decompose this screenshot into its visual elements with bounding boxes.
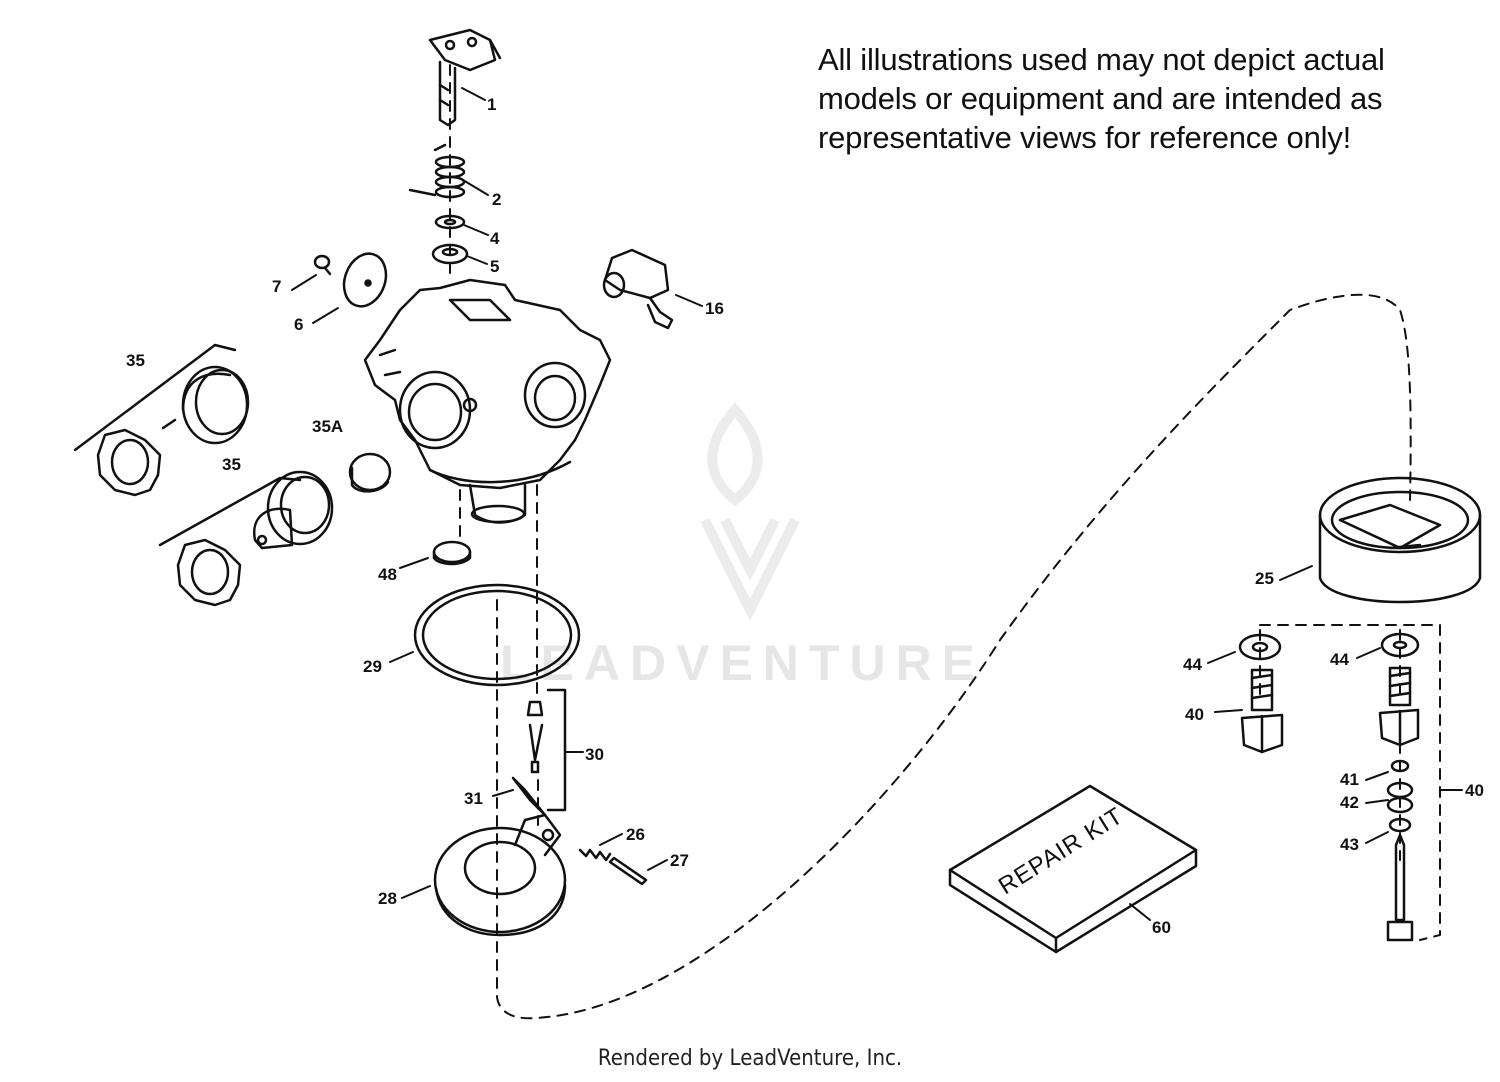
callout-42: 42 [1340, 793, 1359, 812]
part-42-washer [1386, 781, 1414, 814]
callout-48: 48 [378, 565, 397, 584]
part-6-throttle-plate [342, 252, 388, 308]
callout-29: 29 [363, 657, 382, 676]
footer-credit: Rendered by LeadVenture, Inc. [597, 1046, 903, 1071]
part-35-upper-primer [73, 343, 250, 497]
callout-7: 7 [272, 277, 281, 296]
carburetor-body [363, 278, 612, 524]
part-16-solenoid [602, 248, 674, 330]
part-30-inlet-needle [526, 688, 567, 812]
part-43-needle [1386, 817, 1414, 942]
callout-60: 60 [1152, 918, 1171, 937]
callout-16: 16 [705, 299, 724, 318]
callout-44-right: 44 [1330, 650, 1349, 669]
part-48-cap [432, 540, 472, 566]
part-35-lower-primer [158, 470, 334, 607]
disclaimer-line-1: All illustrations used may not depict ac… [818, 42, 1385, 77]
part-2-spring [408, 143, 466, 199]
callout-6: 6 [294, 315, 303, 334]
leader-lines [291, 87, 1463, 921]
callout-35a: 35A [312, 417, 343, 436]
part-25-float-bowl [1318, 476, 1482, 604]
disclaimer-text: All illustrations used may not depict ac… [818, 40, 1478, 157]
callout-5: 5 [490, 257, 499, 276]
disclaimer-line-2: models or equipment and are intended as [818, 81, 1383, 116]
repair-kit-label: REPAIR KIT [994, 802, 1128, 900]
callout-40-left: 40 [1185, 705, 1204, 724]
disclaimer-line-3: representative views for reference only! [818, 120, 1352, 155]
part-40-jet-assembly-right [1378, 666, 1420, 747]
callout-27: 27 [670, 851, 689, 870]
part-31-clip [511, 776, 547, 817]
part-28-float [433, 813, 567, 937]
callout-30: 30 [585, 745, 604, 764]
callout-43: 43 [1340, 835, 1359, 854]
callout-31: 31 [464, 789, 483, 808]
part-7-screw [313, 254, 332, 276]
callout-40-right: 40 [1465, 781, 1484, 800]
part-35a-plug [348, 452, 392, 493]
callout-28: 28 [378, 889, 397, 908]
part-27-pin [608, 856, 648, 886]
part-41-o-ring [1390, 759, 1410, 773]
callout-35-upper: 35 [126, 351, 145, 370]
part-1-throttle-shaft [428, 28, 502, 127]
part-26-spring [578, 848, 612, 862]
callout-26: 26 [626, 825, 645, 844]
callout-2: 2 [492, 190, 501, 209]
callout-44-left: 44 [1183, 655, 1202, 674]
callout-41: 41 [1340, 770, 1359, 789]
callout-labels: 1 2 4 5 7 6 16 35 35 35A 48 29 30 31 26 … [126, 95, 1484, 937]
alignment-lines [449, 64, 1441, 1020]
callout-4: 4 [490, 229, 500, 248]
callout-25: 25 [1255, 569, 1274, 588]
part-44-washer-left [1238, 633, 1282, 661]
callout-35-lower: 35 [222, 455, 241, 474]
callout-1: 1 [487, 95, 496, 114]
part-44-washer-right [1380, 632, 1420, 658]
part-40-fitting-left [1240, 668, 1284, 754]
